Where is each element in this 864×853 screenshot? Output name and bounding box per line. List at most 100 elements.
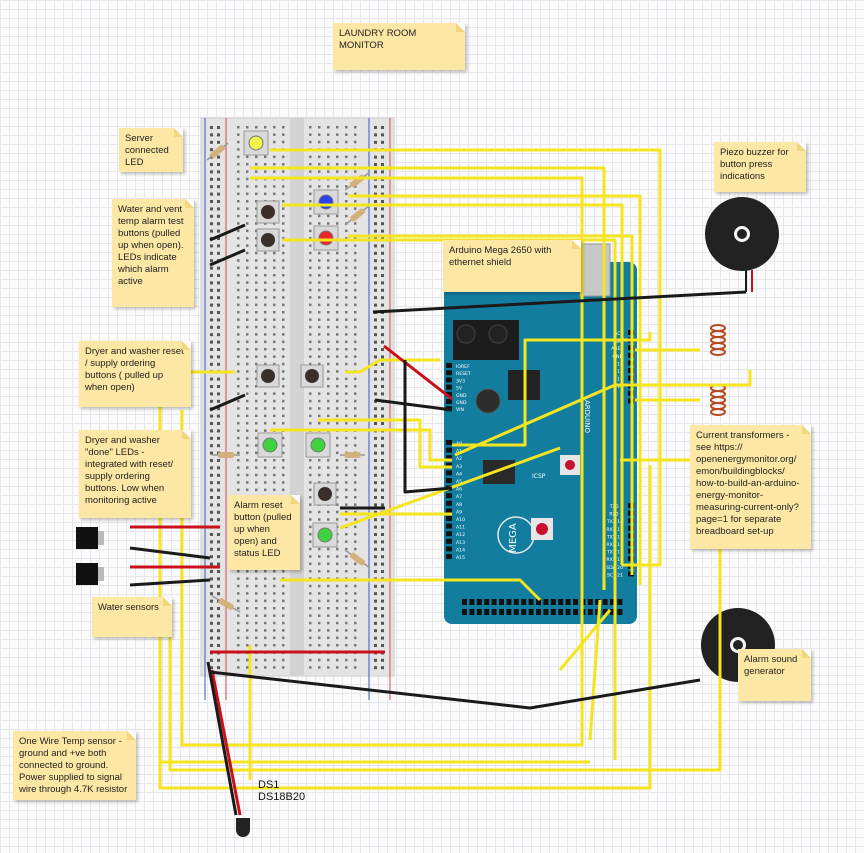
breadboard-hole [309,222,312,225]
breadboard-hole [354,636,357,640]
rail-hole [217,348,220,351]
breadboard-hole [309,348,312,351]
breadboard-hole [237,177,240,181]
breadboard-hole [345,658,348,662]
header-pin [446,384,452,390]
rail-hole [381,355,384,359]
rail-hole [381,592,384,596]
rail-hole [210,377,213,381]
breadboard-hole [282,459,285,462]
header-pin [446,500,452,506]
breadboard-hole [282,288,285,292]
header-pin [446,516,452,521]
rail-hole [374,436,377,440]
digital-pin-label: 11 [617,377,623,383]
breadboard-hole [327,473,330,477]
breadboard-hole [327,296,330,299]
rail-hole [210,333,213,337]
rail-hole [210,577,213,581]
header-pin [446,531,452,537]
breadboard-hole [318,126,321,129]
breadboard-hole [318,584,321,588]
breadboard-hole [327,266,330,270]
breadboard-hole [273,488,276,492]
rail-hole [381,488,384,492]
washer-reset-button [305,369,319,383]
breadboard-hole [318,399,321,403]
breadboard-hole [237,385,240,388]
breadboard-hole [345,237,348,240]
bottom-header-pin [513,599,519,605]
breadboard-hole [336,385,339,388]
breadboard-hole [255,303,258,307]
breadboard-hole [264,570,267,573]
breadboard-hole [246,177,249,181]
breadboard-hole [255,229,258,233]
rail-hole [374,481,377,485]
rail-hole [217,488,220,492]
blue-alarm-wire [348,194,642,585]
breadboard-hole [273,392,276,395]
breadboard-hole [345,355,348,358]
bottom-header-pin [602,599,608,605]
rail-hole [381,155,384,159]
breadboard-hole [246,644,249,647]
breadboard-hole [354,436,357,440]
breadboard-hole [264,466,267,469]
breadboard-hole [273,296,276,299]
breadboard-hole [354,621,357,625]
current-transformers-text: Current transformers - see https:// open… [696,430,800,537]
breadboard-hole [282,451,285,455]
breadboard-hole [345,444,348,447]
rail-hole [210,658,213,662]
breadboard-hole [345,407,348,410]
bottom-header-pin [543,609,549,615]
water-sensors-note: Water sensors [92,597,172,637]
breadboard-hole [318,340,321,344]
breadboard-hole [318,251,321,255]
breadboard-hole [318,621,321,625]
breadboard-hole [237,303,240,307]
rail-hole [381,170,384,174]
rail-hole [374,562,377,566]
rail-hole [210,185,213,189]
breadboard-hole [336,333,339,336]
breadboard-hole [345,259,348,262]
breadboard-hole [336,562,339,566]
breadboard-hole [327,644,330,647]
breadboard-hole [309,599,312,603]
breadboard-hole [345,584,348,588]
breadboard-hole [309,666,312,669]
breadboard-hole [309,525,312,529]
header-pin [446,447,452,453]
breadboard-hole [273,629,276,632]
breadboard-hole [354,392,357,395]
dryer-led-resistor [344,452,361,458]
rail-hole [210,222,213,226]
breadboard-hole [309,584,312,588]
breadboard-hole [282,126,285,129]
rail-hole [381,547,384,551]
breadboard-hole [309,570,312,573]
rail-hole [217,584,220,588]
breadboard-hole [237,274,240,277]
rail-hole [374,503,377,507]
breadboard-hole [336,214,339,218]
breadboard-hole [282,237,285,240]
rail-hole [374,288,377,292]
rail-hole [374,614,377,618]
breadboard-hole [264,251,267,255]
breadboard-hole [354,407,357,410]
breadboard-hole [336,547,339,551]
breadboard-hole [336,370,339,373]
breadboard-hole [309,629,312,632]
breadboard-hole [282,274,285,277]
breadboard-hole [309,170,312,173]
rail-hole [217,533,220,536]
breadboard-hole [354,570,357,573]
breadboard-hole [282,621,285,625]
breadboard-hole [327,614,330,617]
analog-pin-label: A5 [456,479,462,485]
breadboard-hole [345,592,348,595]
breadboard-hole [237,466,240,469]
